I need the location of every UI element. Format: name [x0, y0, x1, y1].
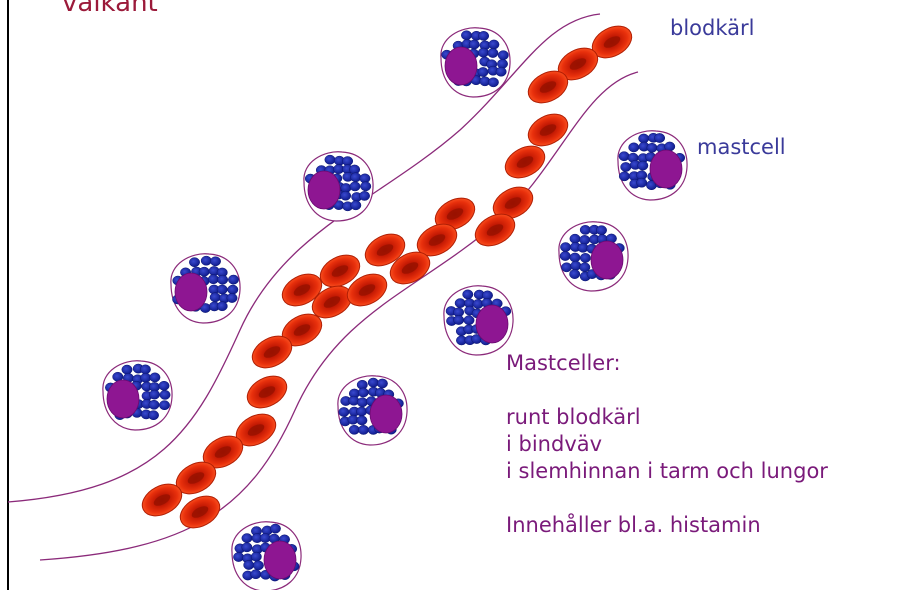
location-item: runt blodkärl — [506, 404, 828, 431]
page-title: valkant — [62, 0, 158, 18]
mast-cell — [171, 254, 240, 323]
mast-cell — [304, 152, 373, 221]
red-blood-cell — [523, 108, 573, 152]
red-blood-cell — [500, 140, 550, 184]
mast-cell — [559, 222, 628, 291]
location-item: i slemhinnan i tarm och lungor — [506, 458, 828, 485]
blood-vessel-label: blodkärl — [670, 16, 754, 40]
info-contents: Innehåller bl.a. histamin — [506, 512, 828, 539]
location-item: i bindväv — [506, 431, 828, 458]
mast-cell — [338, 376, 407, 445]
info-heading: Mastceller: — [506, 350, 828, 377]
mast-cell-label: mastcell — [697, 135, 786, 159]
mast-cell — [441, 28, 510, 97]
mast-cell — [618, 131, 687, 200]
mast-cell — [444, 286, 513, 355]
mast-cell — [232, 522, 301, 590]
red-blood-cell — [242, 370, 292, 414]
mast-cell — [103, 361, 172, 430]
info-text-block: Mastceller: runt blodkärl i bindväv i sl… — [506, 350, 828, 539]
red-blood-cell — [175, 490, 225, 534]
